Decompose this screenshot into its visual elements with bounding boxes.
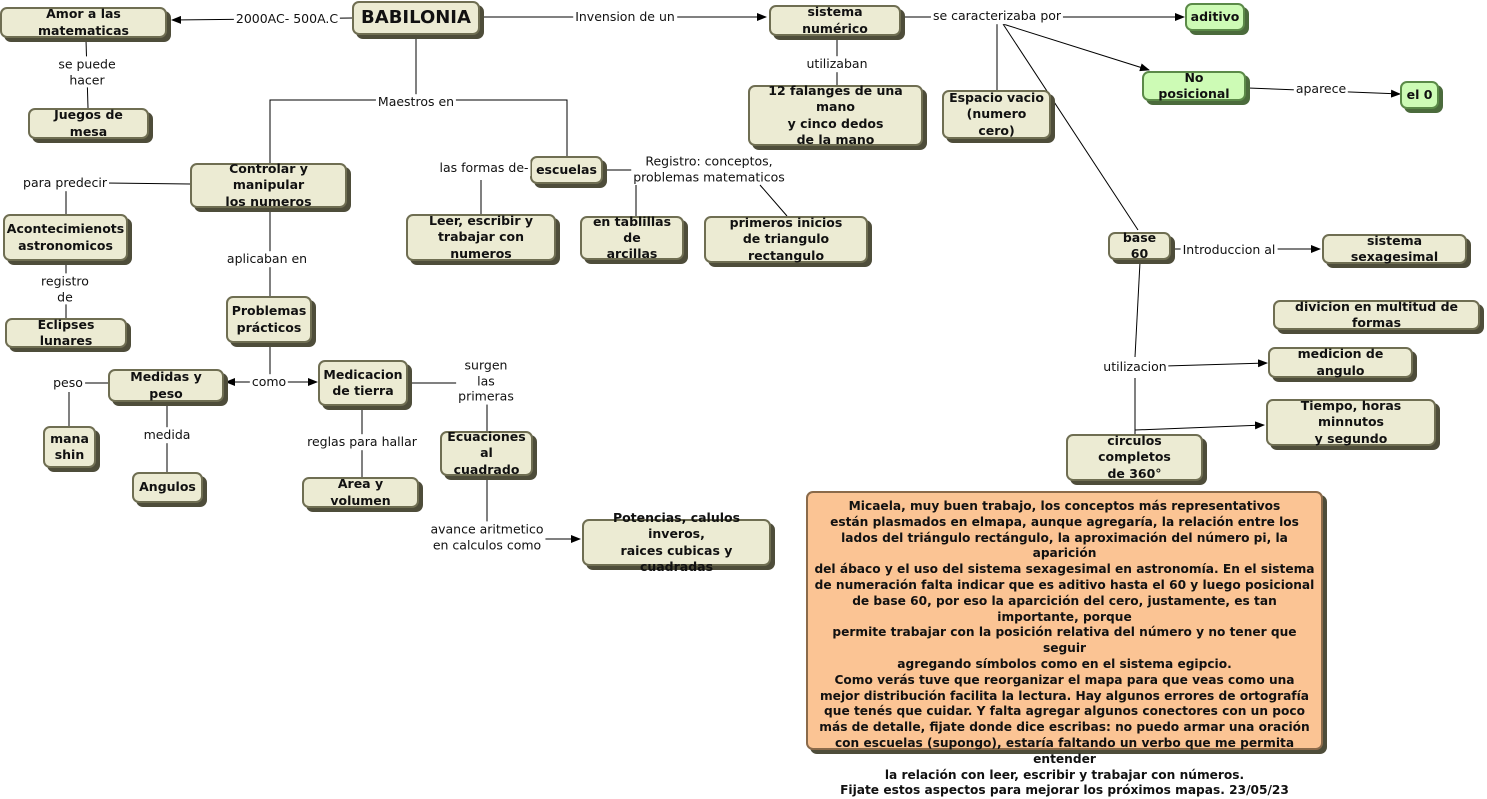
node-controlar-numeros[interactable]: Controlar y manipular los numeros xyxy=(190,161,347,209)
node-divicion-formas[interactable]: divicion en multitud de formas xyxy=(1273,299,1480,330)
label-para-predecir: para predecir xyxy=(21,175,109,191)
teacher-comment-note: Micaela, muy buen trabajo, los conceptos… xyxy=(806,491,1323,797)
node-sistema-numerico[interactable]: sistema numérico xyxy=(769,4,901,36)
label-se-puede-hacer: se puede hacer xyxy=(56,56,118,88)
teacher-comment-text: Micaela, muy buen trabajo, los conceptos… xyxy=(814,499,1315,798)
node-problemas-practicos[interactable]: Problemas prácticos xyxy=(226,296,312,343)
label-registro-de: registro de xyxy=(39,273,91,305)
label-avance-aritmetico: avance aritmetico en calculos como xyxy=(428,521,546,553)
node-triangulo-rectangulo[interactable]: primeros inicios de triangulo rectangulo xyxy=(704,215,868,263)
node-sistema-sexagesimal[interactable]: sistema sexagesimal xyxy=(1322,233,1467,264)
node-area-y-volumen[interactable]: Area y volumen xyxy=(302,476,419,508)
node-tablillas[interactable]: en tablillas de arcillas xyxy=(580,214,684,261)
node-medidas-y-peso[interactable]: Medidas y peso xyxy=(108,369,224,402)
label-las-formas-de: las formas de- xyxy=(437,160,531,176)
label-aplicaban-en: aplicaban en xyxy=(224,251,310,267)
label-aparece: aparece xyxy=(1293,81,1349,97)
label-medida: medida xyxy=(141,427,193,443)
label-peso: peso xyxy=(51,375,85,391)
node-angulos[interactable]: Angulos xyxy=(132,472,203,503)
node-espacio-vacio[interactable]: Espacio vacio (numero cero) xyxy=(942,90,1051,139)
node-aditivo[interactable]: aditivo xyxy=(1185,3,1245,31)
label-invension: Invension de un xyxy=(573,9,677,25)
label-fecha: 2000AC- 500A.C xyxy=(233,11,341,27)
node-potencias[interactable]: Potencias, calulos inveros, raices cubic… xyxy=(582,510,771,574)
label-registro-conceptos: Registro: conceptos, problemas matematic… xyxy=(631,153,787,185)
label-utilizacion: utilizacion xyxy=(1101,359,1169,375)
node-mana-shin[interactable]: mana shin xyxy=(43,426,96,468)
label-utilizaban: utilizaban xyxy=(804,56,870,72)
label-como: como xyxy=(249,374,289,390)
node-amor-matematicas[interactable]: Amor a las matematicas xyxy=(0,6,167,38)
node-tiempo[interactable]: Tiempo, horas minnutos y segundo xyxy=(1266,398,1436,446)
label-se-caracterizaba-por: se caracterizaba por xyxy=(930,8,1064,24)
node-medicion-angulo[interactable]: medicion de angulo xyxy=(1268,346,1413,378)
node-escuelas[interactable]: escuelas xyxy=(530,156,603,184)
node-leer-escribir[interactable]: Leer, escribir y trabajar con numeros xyxy=(406,213,556,261)
node-circulos-360[interactable]: circulos completos de 360° xyxy=(1066,433,1203,481)
label-maestros-en: Maestros en xyxy=(375,94,457,110)
node-juegos-de-mesa[interactable]: Juegos de mesa xyxy=(28,107,149,139)
label-reglas-para-hallar: reglas para hallar xyxy=(305,434,419,450)
node-ecuaciones[interactable]: Ecuaciones al cuadrado xyxy=(440,429,533,477)
node-no-posicional[interactable]: No posicional xyxy=(1142,70,1246,101)
label-surgen-las-primeras: surgen las primeras xyxy=(456,357,516,405)
node-el-0[interactable]: el 0 xyxy=(1400,81,1439,109)
node-babilonia[interactable]: BABILONIA xyxy=(352,1,480,35)
label-introduccion-al: Introduccion al xyxy=(1180,242,1278,258)
node-falanges[interactable]: 12 falanges de una mano y cinco dedos de… xyxy=(748,83,923,147)
node-medicacion-de-tierra[interactable]: Medicacion de tierra xyxy=(318,360,408,406)
node-eclipses-lunares[interactable]: Eclipses lunares xyxy=(5,317,127,348)
node-base-60[interactable]: base 60 xyxy=(1108,230,1171,261)
node-acontecimientos[interactable]: Acontecimienots astronomicos xyxy=(3,214,128,261)
